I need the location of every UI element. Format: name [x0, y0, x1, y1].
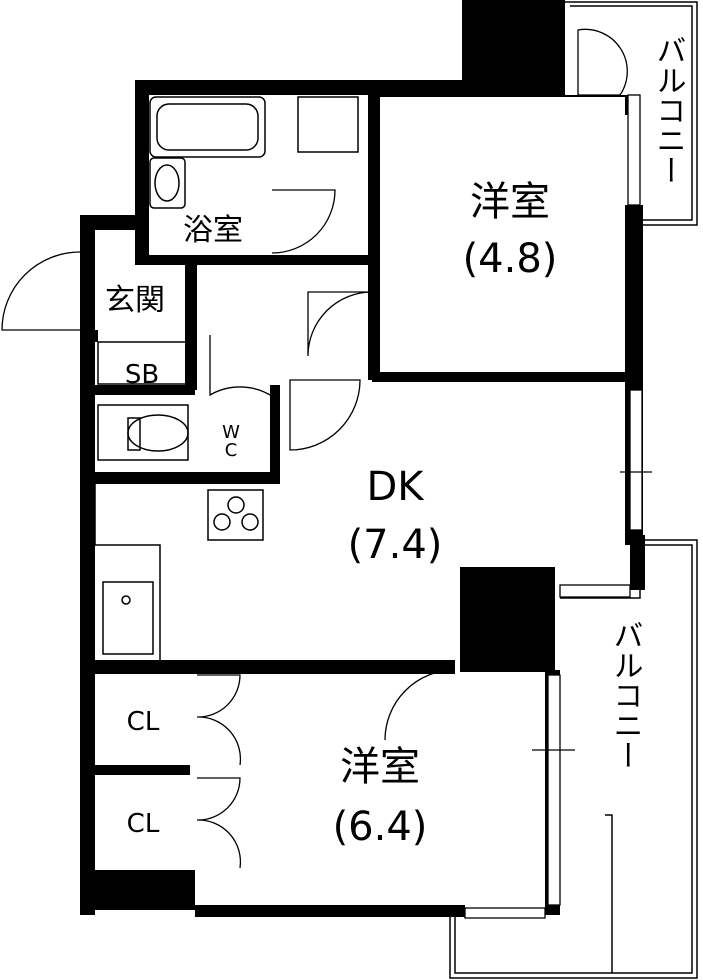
closet2-label: CL — [127, 809, 160, 839]
bathroom-label: 浴室 — [183, 213, 243, 248]
walls — [80, 0, 645, 917]
dk-label: DK — [366, 464, 425, 510]
shoe-box-label: SB — [125, 360, 159, 390]
room2-label: 洋室 — [340, 744, 420, 790]
room1-label: 洋室 — [470, 179, 550, 225]
toilet-label-c: C — [225, 440, 238, 461]
closet1-door — [196, 674, 242, 766]
bathtub — [149, 96, 266, 158]
kitchen-sink — [102, 581, 154, 655]
toilet-door — [209, 335, 271, 397]
dk-size: (7.4) — [348, 522, 443, 568]
lower-balcony-label: バルコニー — [608, 620, 643, 770]
toilet — [97, 404, 189, 461]
closet2-door — [196, 777, 242, 869]
stove — [207, 489, 264, 541]
closet1-label: CL — [127, 707, 160, 737]
room1-size: (4.8) — [463, 236, 558, 282]
windows — [464, 94, 652, 919]
toilet-label-w: W — [222, 422, 240, 443]
room1-door — [307, 291, 373, 357]
bathroom-door — [271, 189, 336, 254]
washbasin — [149, 157, 186, 209]
entrance-door — [1, 251, 81, 331]
lower-balcony — [449, 539, 698, 979]
upper-balcony — [565, 1, 698, 226]
washing-machine-space — [297, 96, 359, 153]
fixtures — [94, 96, 359, 660]
shoe-box — [97, 341, 187, 385]
room2-size: (6.4) — [333, 804, 428, 850]
upper-balcony-label: バルコニー — [651, 35, 686, 185]
dk-door — [289, 379, 361, 451]
doors — [1, 28, 628, 869]
balcony-door — [577, 28, 628, 96]
room2-door — [384, 669, 456, 741]
entrance-label: 玄関 — [105, 283, 165, 318]
